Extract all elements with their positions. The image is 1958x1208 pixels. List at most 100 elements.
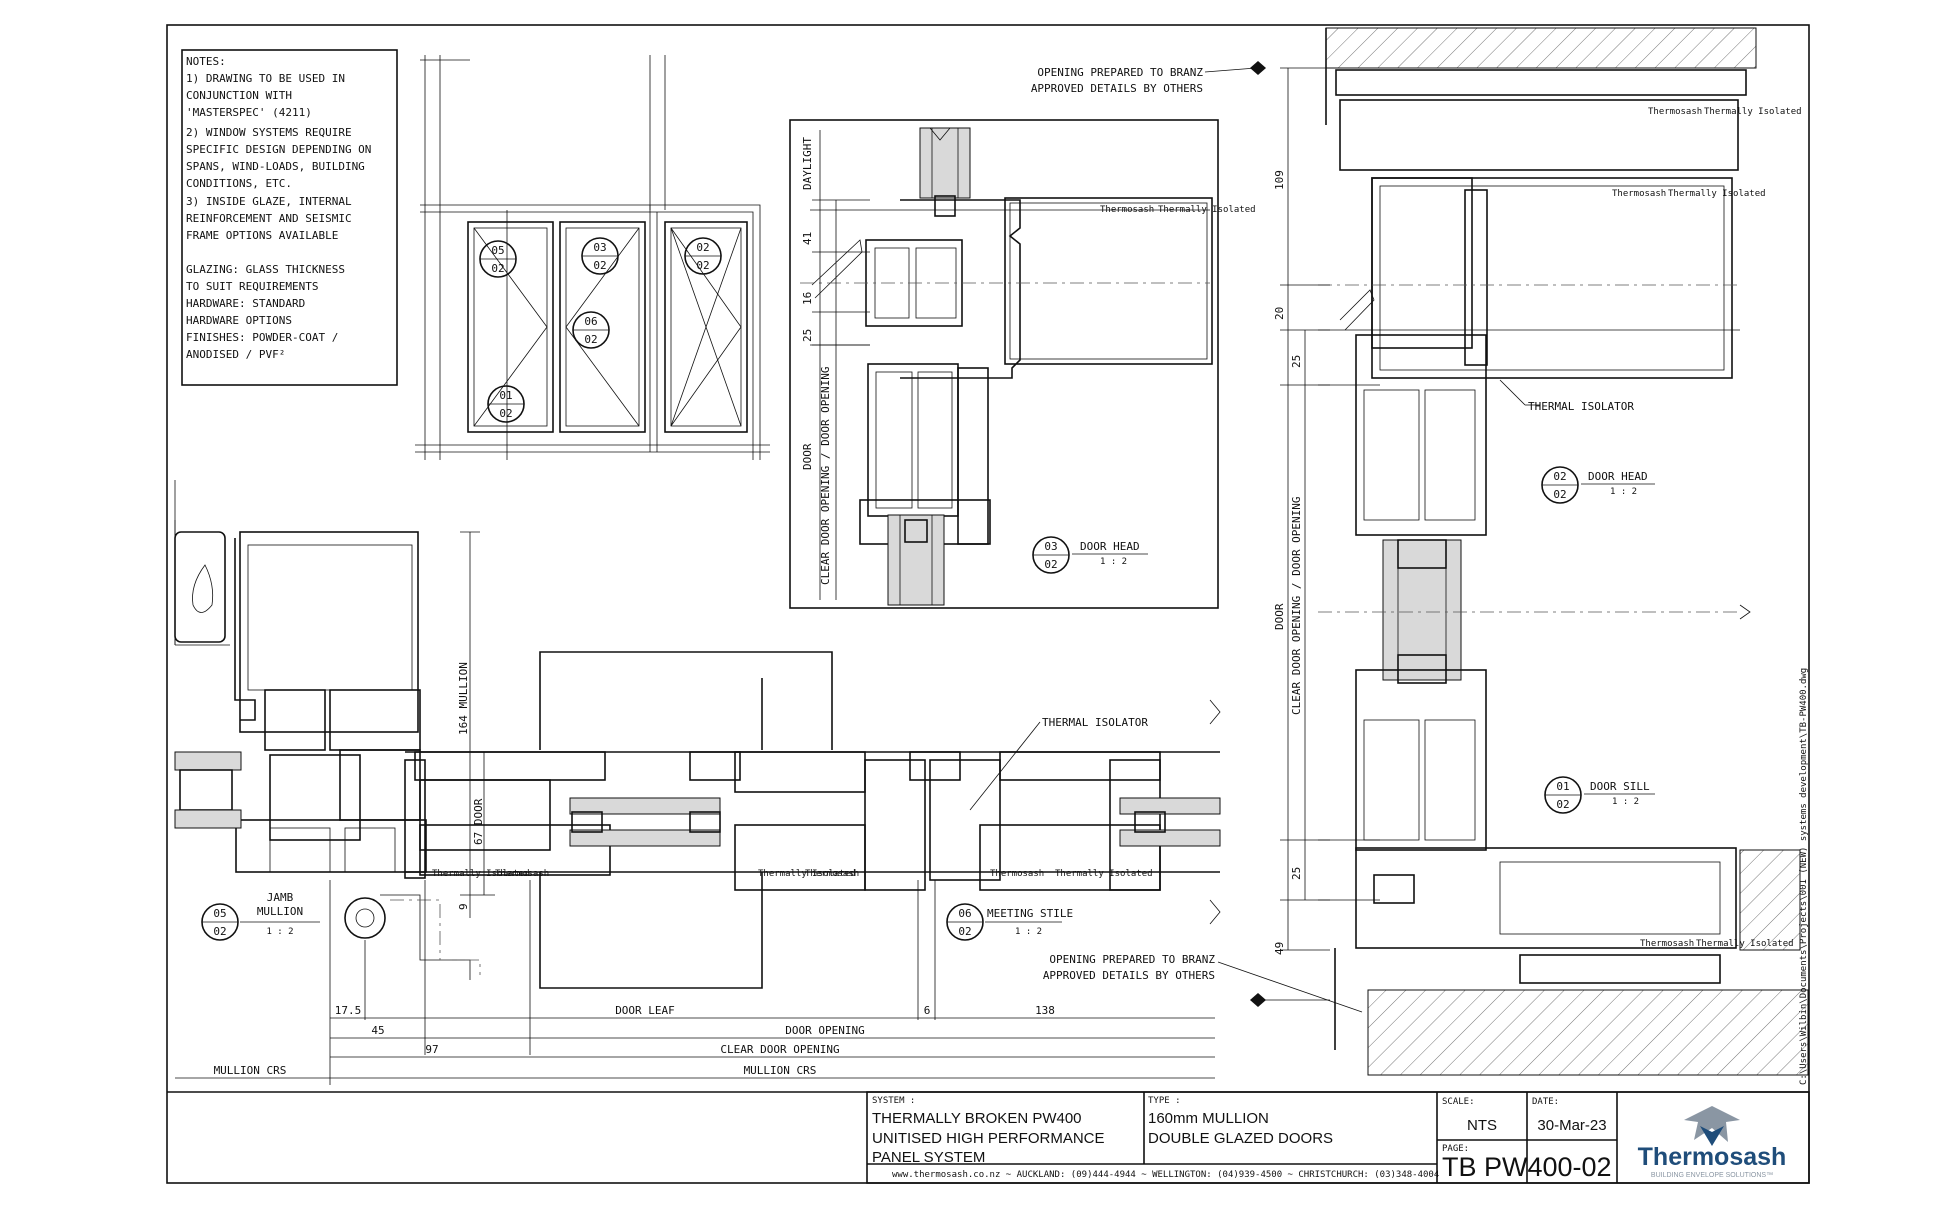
notes-line: FRAME OPTIONS AVAILABLE <box>186 229 338 242</box>
elevation-tag: 01 02 <box>487 385 525 423</box>
dim-6: 6 <box>924 1004 931 1017</box>
notes-panel: NOTES: 1) DRAWING TO BE USED IN CONJUNCT… <box>181 49 398 386</box>
label-opening-prepared: OPENING PREPARED TO BRANZ <box>1037 66 1203 79</box>
label-thermal-isolator: THERMAL ISOLATOR <box>1042 716 1148 729</box>
svg-text:03: 03 <box>1044 540 1057 553</box>
svg-text:02: 02 <box>584 333 597 346</box>
label-approved-details: APPROVED DETAILS BY OTHERS <box>1043 969 1215 982</box>
file-path: C:\Users\Wilbin\Documents\Projects\001 (… <box>1799 668 1809 1085</box>
system-label: SYSTEM : <box>872 1096 915 1106</box>
elevation-tag: 06 02 <box>572 311 610 349</box>
dim-25: 25 <box>1290 355 1303 368</box>
label-door: DOOR <box>1273 603 1286 630</box>
label-door: DOOR <box>801 443 814 470</box>
svg-text:02: 02 <box>593 259 606 272</box>
svg-text:06: 06 <box>584 315 597 328</box>
profile-brand: Thermosash <box>990 869 1044 879</box>
type-line-2: DOUBLE GLAZED DOORS <box>1148 1130 1333 1147</box>
dim-door-opening: DOOR OPENING <box>785 1024 864 1037</box>
detail-scale: 1 : 2 <box>1610 487 1637 497</box>
elevation-tag: 02 02 <box>684 237 722 275</box>
svg-text:02: 02 <box>499 407 512 420</box>
detail-scale: 1 : 2 <box>1612 797 1639 807</box>
label-clear-door-opening: CLEAR DOOR OPENING / DOOR OPENING <box>1290 496 1303 715</box>
profile-isolated: Thermally Isolated <box>1668 189 1766 199</box>
type-label: TYPE : <box>1148 1096 1181 1106</box>
notes-line: 3) INSIDE GLAZE, INTERNAL <box>186 195 352 208</box>
detail-scale: 1 : 2 <box>266 927 293 937</box>
dim-138: 138 <box>1035 1004 1055 1017</box>
svg-text:02: 02 <box>1553 488 1566 501</box>
notes-line: FINISHES: POWDER-COAT / <box>186 331 338 344</box>
elevation-tag: 05 02 <box>479 240 517 278</box>
profile-brand: Thermosash <box>1640 939 1694 949</box>
title-block: SYSTEM : THERMALLY BROKEN PW400 UNITISED… <box>167 1091 1810 1184</box>
dim-25: 25 <box>1290 867 1303 880</box>
page-label: PAGE: <box>1442 1144 1469 1154</box>
profile-isolated: Thermally Isolated <box>432 869 530 879</box>
notes-line: HARDWARE: STANDARD <box>186 297 305 310</box>
detail-title: JAMB <box>267 891 294 904</box>
label-opening-prepared: OPENING PREPARED TO BRANZ <box>1049 953 1215 966</box>
profile-isolated: Thermally Isolated <box>1696 939 1794 949</box>
logo-tagline: BUILDING ENVELOPE SOLUTIONS™ <box>1651 1172 1773 1179</box>
detail-title: DOOR SILL <box>1590 780 1650 793</box>
svg-text:05: 05 <box>491 244 504 257</box>
notes-line: ANODISED / PVF² <box>186 348 285 361</box>
scale-label: SCALE: <box>1442 1097 1475 1107</box>
detail-tag-06: 06 02 MEETING STILE 1 : 2 <box>946 903 1073 941</box>
dim-97: 97 <box>425 1043 438 1056</box>
notes-line: HARDWARE OPTIONS <box>186 314 292 327</box>
profile-brand: Thermosash <box>1648 107 1702 117</box>
dim-49: 49 <box>1273 942 1286 955</box>
notes-line: 'MASTERSPEC' (4211) <box>186 106 312 119</box>
notes-line: SPECIFIC DESIGN DEPENDING ON <box>186 143 371 156</box>
elevation-tag: 03 02 <box>581 237 619 275</box>
svg-text:02: 02 <box>958 925 971 938</box>
svg-text:05: 05 <box>213 907 226 920</box>
svg-text:03: 03 <box>593 241 606 254</box>
detail-scale: 1 : 2 <box>1015 927 1042 937</box>
svg-text:02: 02 <box>696 259 709 272</box>
label-daylight: DAYLIGHT <box>801 137 814 190</box>
profile-isolated: Thermally Isolated <box>1055 869 1153 879</box>
svg-text:06: 06 <box>958 907 971 920</box>
notes-line: CONDITIONS, ETC. <box>186 177 292 190</box>
dim-45: 45 <box>371 1024 384 1037</box>
plan-section: 164 MULLION 67 DOOR 9 Thermosash Thermal… <box>174 480 1221 989</box>
notes-line: GLAZING: GLASS THICKNESS <box>186 263 345 276</box>
detail-title: DOOR HEAD <box>1080 540 1140 553</box>
svg-text:02: 02 <box>696 241 709 254</box>
profile-brand: Thermosash <box>805 869 859 879</box>
type-line-1: 160mm MULLION <box>1148 1110 1269 1127</box>
dim-door-leaf: DOOR LEAF <box>615 1004 675 1017</box>
date-value: 30-Mar-23 <box>1537 1117 1606 1134</box>
system-line-1: THERMALLY BROKEN PW400 <box>872 1110 1082 1127</box>
svg-text:01: 01 <box>1556 780 1569 793</box>
profile-brand: Thermosash <box>1612 189 1666 199</box>
detail-03-door-head: DAYLIGHT 41 16 25 DOOR CLEAR DOOR OPENIN… <box>789 119 1256 609</box>
detail-title: MULLION <box>257 905 303 918</box>
dim-16: 16 <box>801 292 814 305</box>
profile-isolated: Thermally Isolated <box>758 869 856 879</box>
notes-line: CONJUNCTION WITH <box>186 89 292 102</box>
label-clear-door-opening: CLEAR DOOR OPENING / DOOR OPENING <box>819 366 832 585</box>
dim-20: 20 <box>1273 307 1286 320</box>
vertical-section: 109 20 25 DOOR CLEAR DOOR OPENING / DOOR… <box>1031 27 1809 1085</box>
detail-title: DOOR HEAD <box>1588 470 1648 483</box>
detail-title: MEETING STILE <box>987 907 1073 920</box>
detail-scale: 1 : 2 <box>1100 557 1127 567</box>
system-line-3: PANEL SYSTEM <box>872 1149 985 1166</box>
svg-text:02: 02 <box>1556 798 1569 811</box>
dim-41: 41 <box>801 232 814 245</box>
page-number: TB PW400-02 <box>1442 1152 1612 1182</box>
dim-mullion-crs: MULLION CRS <box>744 1064 817 1077</box>
profile-brand: Thermosash <box>495 869 549 879</box>
door-elevation <box>415 55 770 460</box>
svg-text:02: 02 <box>213 925 226 938</box>
svg-text:02: 02 <box>491 262 504 275</box>
detail-tag-01: 01 02 DOOR SILL 1 : 2 <box>1544 776 1655 814</box>
contact-line: www.thermosash.co.nz ~ AUCKLAND: (09)444… <box>892 1170 1439 1180</box>
dim-164-mullion: 164 MULLION <box>457 662 470 735</box>
